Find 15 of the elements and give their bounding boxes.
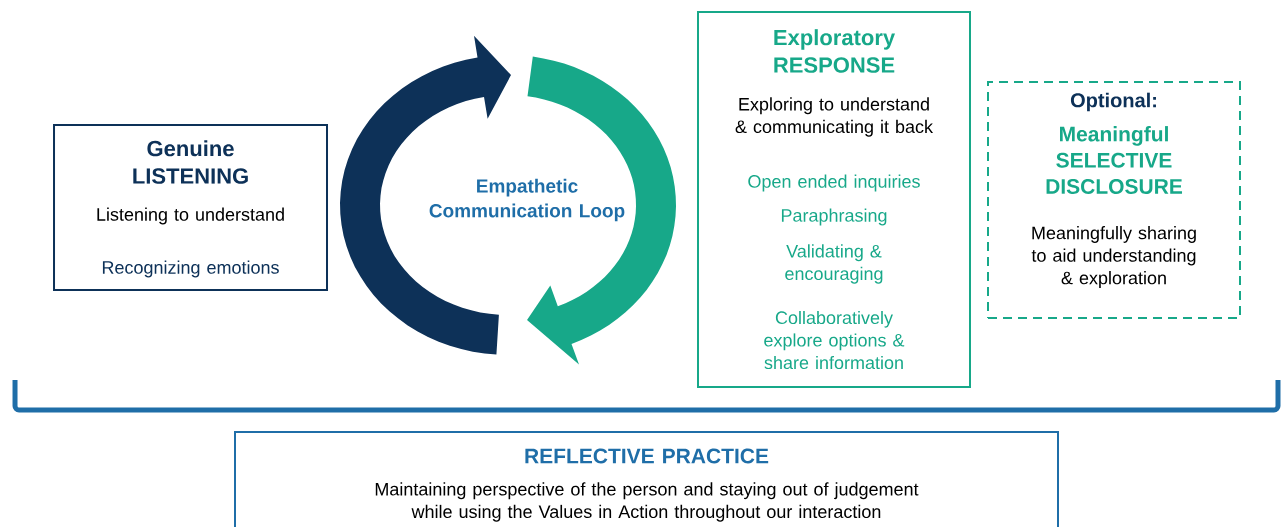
list-item: Paraphrasing [781,208,887,226]
box-heading: Exploratory RESPONSE [774,29,895,73]
box-text: Recognizing emotions [102,260,279,278]
list-item: Validating & encouraging [785,244,883,284]
box-heading: REFLECTIVE PRACTICE [525,448,769,464]
box-heading: Meaningful SELECTIVE DISCLOSURE [1046,126,1182,194]
box-text: Maintaining perspective of the person and staying out of judgement while using the Values in Action throughout our interaction [375,482,919,522]
box-text: Exploring to understand & communicating it back [735,97,934,137]
box-heading: Genuine LISTENING [133,140,248,184]
box-heading: Optional: [1070,92,1156,112]
box-text: Listening to understand [97,207,284,225]
loop-title: Empathetic Communication Loop [429,178,625,222]
list-item: Collaboratively explore options & share information [764,310,905,370]
list-item: Open ended inquiries [748,174,920,192]
box-text: Meaningfully sharing to aid understanding & exploration [1031,226,1196,288]
